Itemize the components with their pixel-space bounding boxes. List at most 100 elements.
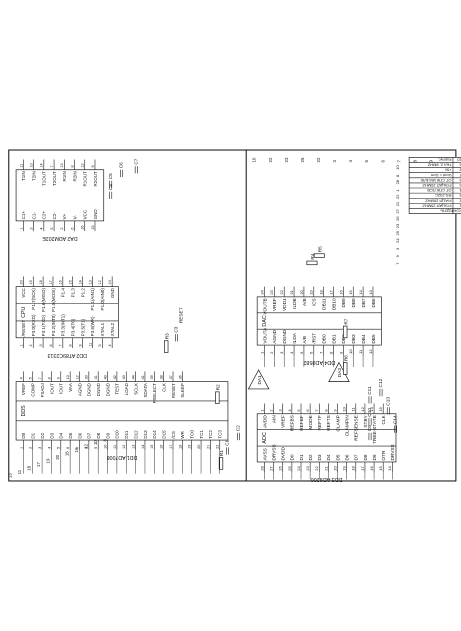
c11-label: C11 — [367, 386, 373, 395]
connector-side-number: 28 — [395, 179, 400, 184]
connector-cell-signal: ОТ СПК ИМ.БЛК — [420, 178, 451, 183]
dd3-pin-label: D3 — [317, 454, 323, 460]
dd2-pin-label: P1.1(AIN1) — [90, 288, 95, 311]
dd1-pin-number: 5 — [57, 447, 61, 449]
dd3-pin-number: 10 — [342, 406, 347, 411]
da2-pin-number: 12 — [81, 163, 85, 167]
connector-cell-contact: 2 — [459, 198, 461, 203]
da2-pin-number: 15 — [91, 225, 95, 229]
dd4-pin-number: 17 — [328, 289, 333, 294]
dd3-pin-label: D9 — [372, 454, 378, 460]
dd3-pin-label: D6 — [344, 454, 350, 460]
dd4-pin-number: 19 — [309, 289, 314, 294]
dd1-pin-label: D3 — [49, 432, 54, 438]
r7-resistor — [343, 325, 348, 339]
dd1-pin-number: 8 — [85, 447, 89, 449]
da2-pin-label: T1IN — [21, 171, 26, 181]
dd1-pin-number: 1 — [19, 447, 23, 449]
net-number-top: 23 — [284, 157, 289, 162]
dd1-pin-label: D13 — [143, 430, 148, 439]
da2-pin-number: 14 — [40, 163, 44, 167]
da2-pin-number: 9 — [91, 165, 95, 167]
dd2-pin-label: VCC — [21, 287, 26, 297]
sheet-frame — [8, 149, 457, 482]
dd2-pin-number: 9 — [78, 344, 82, 346]
dd4-pin-label: DB6 — [371, 298, 377, 308]
dd4-pin-number: 13 — [368, 289, 373, 294]
dd3-pin-number: 19 — [342, 466, 347, 471]
dd3-pin-number: 14 — [387, 466, 392, 471]
dd1-pin-label: IOUT — [49, 383, 54, 394]
net-number-bottom: 18 — [27, 465, 32, 470]
connector-side-number: 7 — [395, 262, 400, 265]
dd3-pin-number: 22 — [314, 466, 319, 471]
dd4-pin-label: VOUTA — [262, 327, 268, 344]
c13-label: C13 — [385, 397, 391, 406]
dd1-pin-number: 18 — [178, 445, 182, 449]
net-number-bottom: 20 — [55, 454, 60, 459]
da2-pin-number: 11 — [19, 164, 23, 168]
dd3-pin-label: AVSS — [262, 448, 268, 460]
dd3-pin-number: 18 — [351, 466, 356, 471]
dd3-pin-label: DRVSS — [271, 444, 277, 460]
dd3-pin-label: D7 — [354, 454, 360, 460]
da2-pin-number: 4 — [40, 228, 44, 230]
dd2-pin-number: 20 — [19, 280, 23, 284]
r1-resistor — [218, 457, 224, 470]
dd1-pin-label: D10 — [115, 430, 120, 439]
dd1-pin-number: 20 — [197, 445, 201, 449]
dd4-pin-label: AGND — [272, 329, 278, 343]
connector-side-number: 9 — [395, 254, 400, 257]
connector-table — [408, 156, 461, 214]
dd2-pin-label: P3.5(T1) — [80, 318, 85, 336]
net-number-top: 6 — [380, 159, 385, 162]
dd1-pin-label: IOUT — [59, 383, 64, 394]
dd3-pin-label: D8 — [363, 454, 369, 460]
connector-side-number: 23 — [395, 223, 400, 228]
connector-cell-contact: КОНТ — [450, 209, 461, 214]
dd1-pin-label: DGND — [105, 382, 110, 396]
dd1-pin-number: 3 — [38, 447, 42, 449]
dd1-pin-number: 43 — [122, 375, 126, 379]
net-number-bottom: 13 — [8, 473, 13, 478]
r2-label: R2 — [216, 384, 222, 390]
dd4-pin-number: 21 — [289, 289, 294, 294]
dd2-pin-label: P3.4(T0) — [71, 318, 76, 336]
dd4-pin-number: 20 — [299, 289, 304, 294]
dd4-pin-number: 4 — [289, 351, 294, 354]
dd1-pin-number: 17 — [169, 445, 173, 449]
net-number-bottom: 10 — [93, 440, 98, 445]
c5-label: C5 — [108, 173, 114, 179]
dd4-pin-label: DB11 — [321, 298, 327, 310]
connector-cell-signal: ОТ СПК ПСВ — [427, 188, 452, 193]
dd1-pin-number: 4 — [19, 377, 23, 379]
dd3-pin-number: 26 — [278, 466, 283, 471]
c7-label: C7 — [133, 158, 139, 164]
connector-cell-contact: 10 — [457, 157, 461, 162]
connector-cell-signal: RS-232C — [435, 193, 452, 198]
dd4-pin-label: A/B — [302, 336, 308, 344]
r3-label: R3 — [164, 333, 170, 339]
net-number-top: 25 — [300, 157, 305, 162]
dd4-pin-number: 1 — [259, 351, 264, 354]
dd1-pin-number: 4 — [47, 447, 51, 449]
net-number-bottom: 17 — [36, 462, 41, 467]
dd1-pin-number: 14 — [141, 445, 145, 449]
dd4-pin-number: 12 — [368, 349, 373, 354]
dd4-pin-number: 18 — [319, 289, 324, 294]
dd1-pin-number: 15 — [150, 445, 154, 449]
dd1-pin-label: D7 — [87, 432, 92, 438]
da2-pin-label: V+ — [62, 213, 67, 219]
dd2-pin-number: 12 — [98, 280, 102, 284]
dd4-pin-number: 9 — [338, 351, 343, 354]
dd4-pin-number: 3 — [279, 351, 284, 354]
connector-cell-signal: F/ЭЦАП 25МНZ — [422, 203, 452, 208]
connector-side-number: 27 — [395, 208, 400, 213]
dd3-pin-number: 27 — [269, 466, 274, 471]
connector-side-number: 22 — [395, 194, 400, 199]
dd1-pin-number: 21 — [206, 445, 210, 449]
dd1-pin-number: 37 — [169, 375, 173, 379]
da2-pin-label: T2IN — [31, 171, 36, 181]
connector-cell-contact: 9 — [459, 163, 461, 168]
dd1-pin-label: D12 — [133, 430, 138, 439]
